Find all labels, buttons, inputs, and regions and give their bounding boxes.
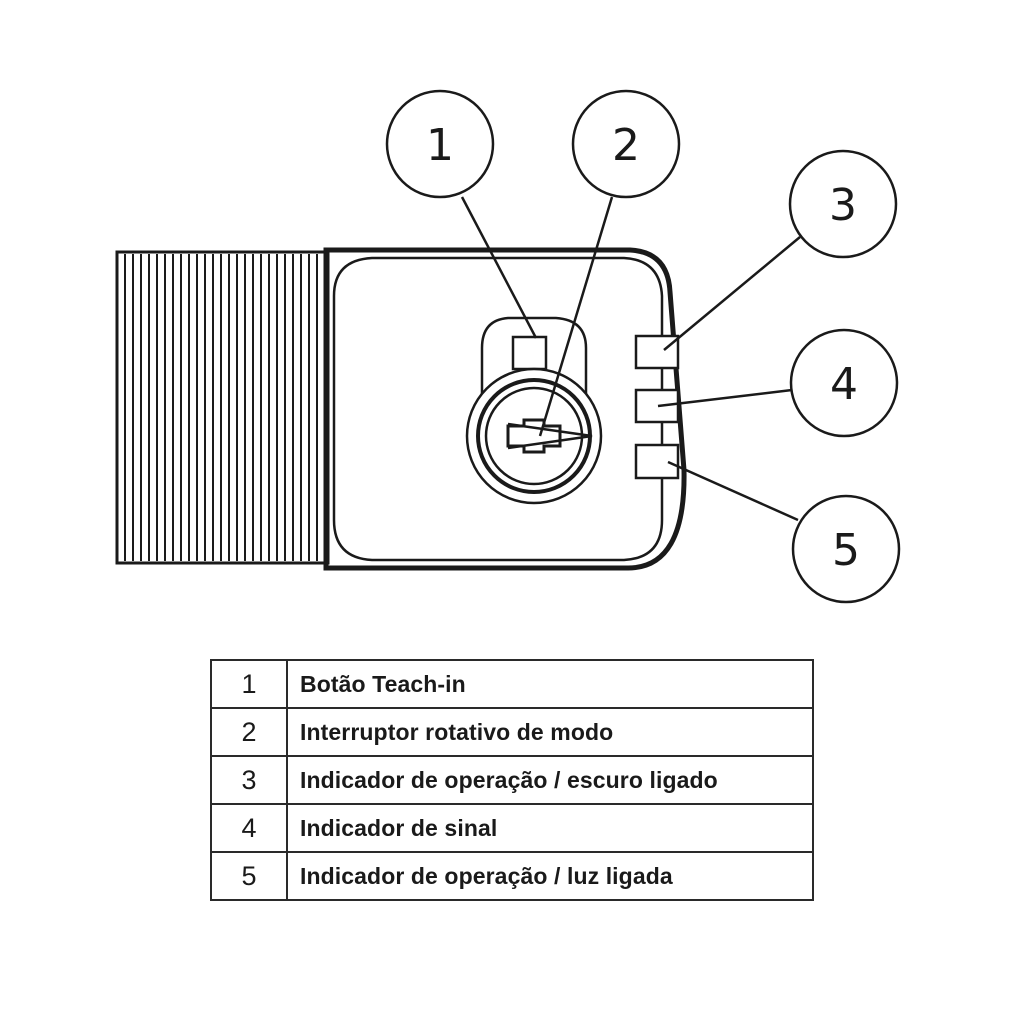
sensor-housing	[323, 247, 687, 571]
legend-description: Indicador de operação / escuro ligado	[286, 755, 814, 805]
legend-row: 3 Indicador de operação / escuro ligado	[210, 755, 814, 805]
legend-row: 5 Indicador de operação / luz ligada	[210, 851, 814, 901]
legend-number: 1	[210, 659, 288, 709]
callout-2: 2	[571, 89, 681, 199]
callout-number: 5	[832, 525, 860, 576]
legend-row: 2 Interruptor rotativo de modo	[210, 707, 814, 757]
callout-number: 1	[426, 120, 454, 171]
legend-row: 1 Botão Teach-in	[210, 659, 814, 709]
threaded-barrel	[115, 250, 330, 565]
legend-table: 1 Botão Teach-in 2 Interruptor rotativo …	[210, 659, 814, 901]
legend-row: 4 Indicador de sinal	[210, 803, 814, 853]
led-operation-dark-on	[634, 334, 680, 370]
callout-1: 1	[385, 89, 495, 199]
callout-5: 5	[791, 494, 901, 604]
legend-description: Interruptor rotativo de modo	[286, 707, 814, 757]
callout-number: 2	[612, 120, 640, 171]
sensor-diagram: 1 2 3 4 5	[115, 89, 901, 604]
legend-number: 5	[210, 851, 288, 901]
legend-description: Botão Teach-in	[286, 659, 814, 709]
legend-description: Indicador de sinal	[286, 803, 814, 853]
callout-number: 3	[829, 180, 857, 231]
callout-number: 4	[830, 359, 858, 410]
led-signal	[634, 388, 680, 424]
callout-4: 4	[789, 328, 899, 438]
callouts: 1 2 3 4 5	[385, 89, 901, 604]
legend-number: 2	[210, 707, 288, 757]
legend-description: Indicador de operação / luz ligada	[286, 851, 814, 901]
leader-lines	[460, 196, 801, 522]
rotary-mode-switch	[465, 367, 603, 505]
legend-number: 3	[210, 755, 288, 805]
led-operation-light-on	[634, 443, 680, 480]
indicator-leds	[634, 334, 680, 480]
callout-3: 3	[788, 149, 898, 259]
legend-number: 4	[210, 803, 288, 853]
